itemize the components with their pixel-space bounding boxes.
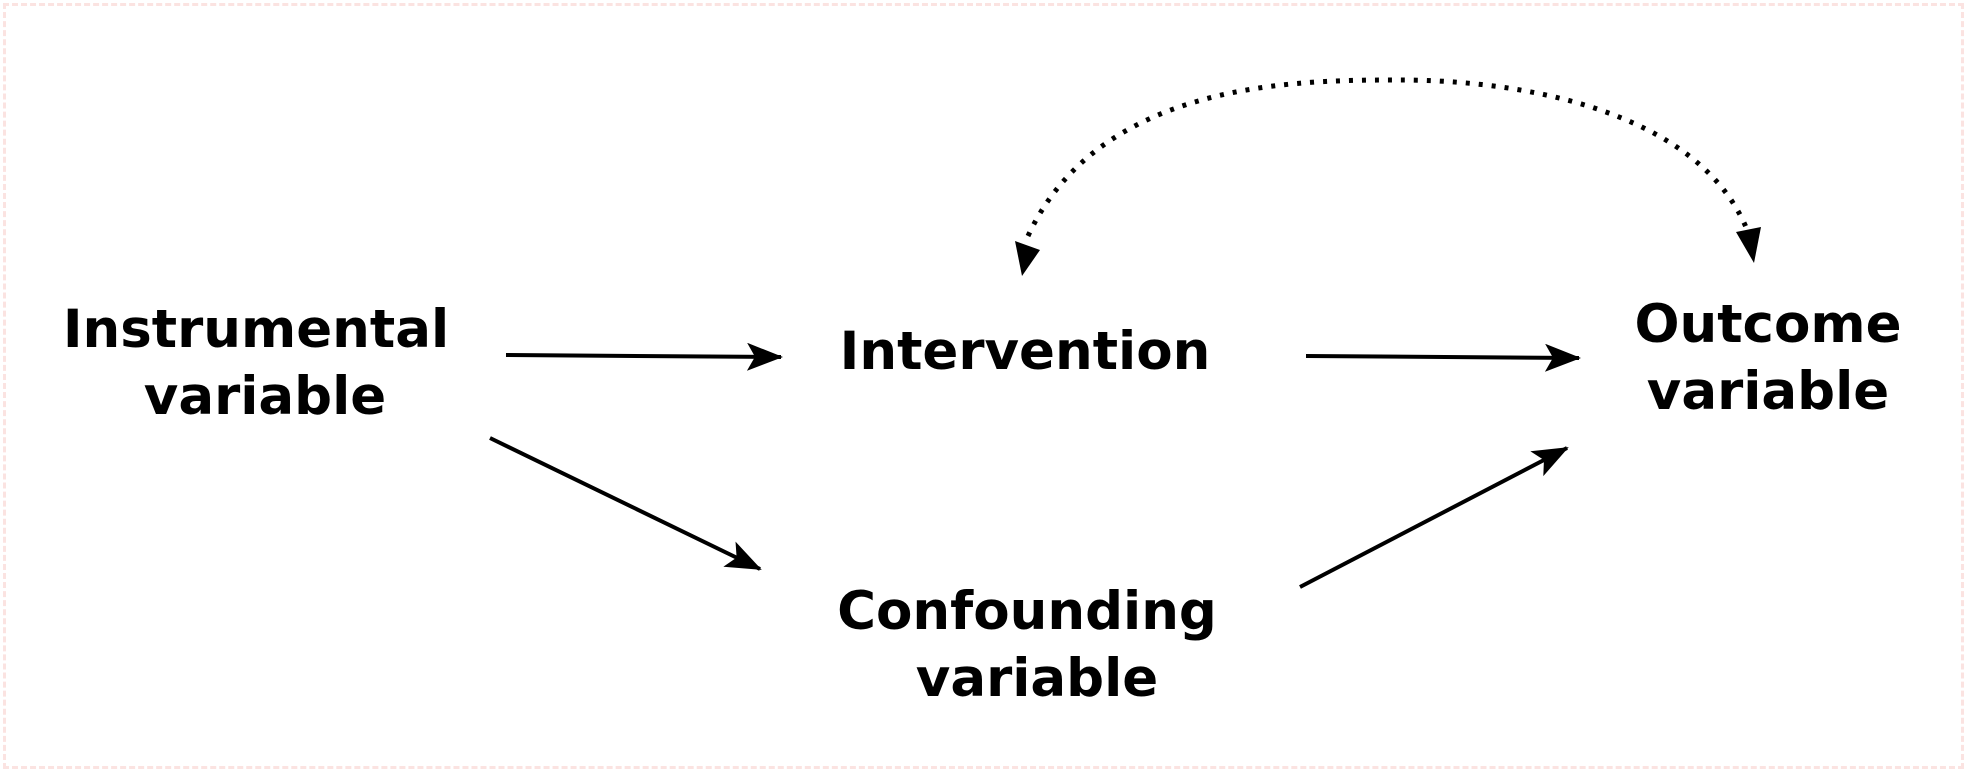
dotted-curve-arrowhead-intervention	[1015, 241, 1040, 276]
diagram-frame	[3, 3, 1964, 769]
edge-intervention-to-outcome	[1305, 343, 1581, 372]
edge-instrumental-to-intervention	[505, 342, 783, 371]
confounding-variable-label-line1: Confounding	[837, 581, 1217, 642]
edge-confounding-to-outcome	[1299, 446, 1569, 589]
outcome-variable-label-line1: Outcome	[1634, 294, 1901, 355]
instrumental-variable-label-line1: Instrumental	[63, 299, 449, 360]
node-confounding-variable: Confounding variable	[837, 581, 1217, 709]
edge-instrumental-to-confounding	[489, 436, 762, 571]
instrumental-variable-label-line2: variable	[144, 366, 386, 427]
edge-dotted-curve	[1025, 77, 1751, 238]
node-instrumental-variable: Instrumental variable	[63, 299, 449, 427]
node-intervention: Intervention	[840, 321, 1211, 382]
intervention-label: Intervention	[840, 321, 1211, 382]
node-outcome-variable: Outcome variable	[1634, 294, 1901, 422]
dotted-curve-arrowhead-outcome	[1736, 227, 1761, 263]
confounding-variable-label-line2: variable	[916, 648, 1158, 709]
outcome-variable-label-line2: variable	[1647, 361, 1889, 422]
